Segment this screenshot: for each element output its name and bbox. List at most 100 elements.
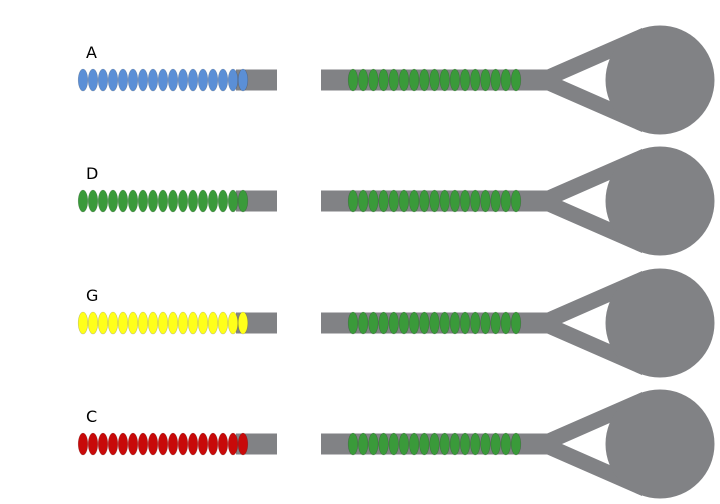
row-a-right-bead xyxy=(470,68,481,92)
row-g-right-bead xyxy=(388,311,399,335)
row-c-left-bead xyxy=(147,432,159,456)
row-g-right-bead xyxy=(480,311,491,335)
row-d-left-bead xyxy=(197,189,209,213)
row-c-left-bead xyxy=(117,432,129,456)
row-a-left-bead xyxy=(207,68,219,92)
row-a-left-bead xyxy=(187,68,199,92)
row-g-loop-gap xyxy=(562,301,612,345)
row-c-left-bead xyxy=(157,432,169,456)
row-a-left-bead xyxy=(227,68,239,92)
row-d-left-bead xyxy=(87,189,99,213)
row-a-right-bead xyxy=(409,68,420,92)
row-d-right-bead xyxy=(419,189,430,213)
row-d-left-bead xyxy=(127,189,139,213)
row-c-label: C xyxy=(86,407,97,426)
row-d-left-bead xyxy=(217,189,229,213)
row-g-right-bead xyxy=(470,311,481,335)
row-a-right-bead xyxy=(510,68,522,92)
row-c-left-bead xyxy=(237,432,249,456)
row-c-left-bead xyxy=(77,432,89,456)
row-c-right-bead xyxy=(368,432,379,456)
row-d-right-bead xyxy=(398,189,410,213)
row-c-left-bead xyxy=(87,432,99,456)
row-d-loop-bead xyxy=(605,146,715,256)
row-a-left-bead xyxy=(147,68,159,92)
row-a-right-bead xyxy=(459,68,471,92)
row-c-loop-gap xyxy=(562,422,612,466)
row-a-right-bead xyxy=(368,68,379,92)
row-a-right-bead xyxy=(449,68,460,92)
row-a-left-bead xyxy=(87,68,99,92)
row-c-left-bead xyxy=(127,432,139,456)
row-d-right-bead xyxy=(409,189,420,213)
row-a-left-bead xyxy=(237,68,249,92)
row-a-right-bead xyxy=(439,68,450,92)
row-a-left-bead xyxy=(127,68,139,92)
row-g-left-bead xyxy=(227,311,239,335)
row-g-left-bead xyxy=(107,311,119,335)
row-g-right-bead xyxy=(510,311,522,335)
row-a-loop-gap xyxy=(562,58,612,102)
row-g-left-bead xyxy=(77,311,89,335)
row-a-left-bead xyxy=(107,68,119,92)
row-c-right-bead xyxy=(378,432,389,456)
row-a-left-bead xyxy=(177,68,189,92)
row-c-right-bead xyxy=(490,432,501,456)
row-d-right-bead xyxy=(378,189,389,213)
row-a-right-bead xyxy=(388,68,399,92)
row-a-right-bead xyxy=(480,68,491,92)
row-d-left-bead xyxy=(97,189,109,213)
row-c-right-bead xyxy=(409,432,420,456)
row-a-right-bead xyxy=(347,68,359,92)
row-g-right-bead xyxy=(459,311,471,335)
row-d-left-bead xyxy=(207,189,219,213)
row-d-right-bead xyxy=(358,189,369,213)
row-c-left-bead xyxy=(167,432,179,456)
row-g-loop-bead xyxy=(605,268,715,378)
row-c-left-bead xyxy=(217,432,229,456)
row-d-left-bead xyxy=(107,189,119,213)
row-g-left-bead xyxy=(207,311,219,335)
row-g-left-bead xyxy=(147,311,159,335)
row-c-right-bead xyxy=(347,432,359,456)
row-c-right-bead xyxy=(449,432,460,456)
row-a-left-bead xyxy=(167,68,179,92)
row-c-right-bead xyxy=(439,432,450,456)
row-a-right-bead xyxy=(500,68,511,92)
row-c-left-bead xyxy=(197,432,209,456)
row-g-left-bead xyxy=(177,311,189,335)
row-a-left-bead xyxy=(137,68,149,92)
row-d-left-bead xyxy=(177,189,189,213)
row-d-left-bead xyxy=(157,189,169,213)
row-c-right-bead xyxy=(470,432,481,456)
row-g-left-bead xyxy=(187,311,199,335)
row-d-left-bead xyxy=(237,189,249,213)
row-d-left-bead xyxy=(117,189,129,213)
row-c-left-bead xyxy=(107,432,119,456)
row-d-right-bead xyxy=(388,189,399,213)
row-c-right-bead xyxy=(358,432,369,456)
row-g-left-bead xyxy=(157,311,169,335)
row-c-right-bead xyxy=(419,432,430,456)
row-g-right-bead xyxy=(429,311,440,335)
row-c-right-bead xyxy=(388,432,399,456)
row-g-right-bead xyxy=(398,311,410,335)
row-d-right-bead xyxy=(490,189,501,213)
row-g-left-bead xyxy=(137,311,149,335)
row-a-label: A xyxy=(86,43,97,62)
row-c-left-bead xyxy=(137,432,149,456)
row-g-right-bead xyxy=(347,311,359,335)
row-g-right-bead xyxy=(439,311,450,335)
row-g-left-bead xyxy=(117,311,129,335)
row-a-left-bead xyxy=(197,68,209,92)
row-g-left-bead xyxy=(87,311,99,335)
row-d-left-bead xyxy=(77,189,89,213)
row-a-left-bead xyxy=(157,68,169,92)
row-g-right-bead xyxy=(368,311,379,335)
row-g-right-bead xyxy=(490,311,501,335)
row-d-left-bead xyxy=(137,189,149,213)
row-c-left-bead xyxy=(187,432,199,456)
row-a-left-bead xyxy=(97,68,109,92)
row-d-label: D xyxy=(86,164,98,183)
